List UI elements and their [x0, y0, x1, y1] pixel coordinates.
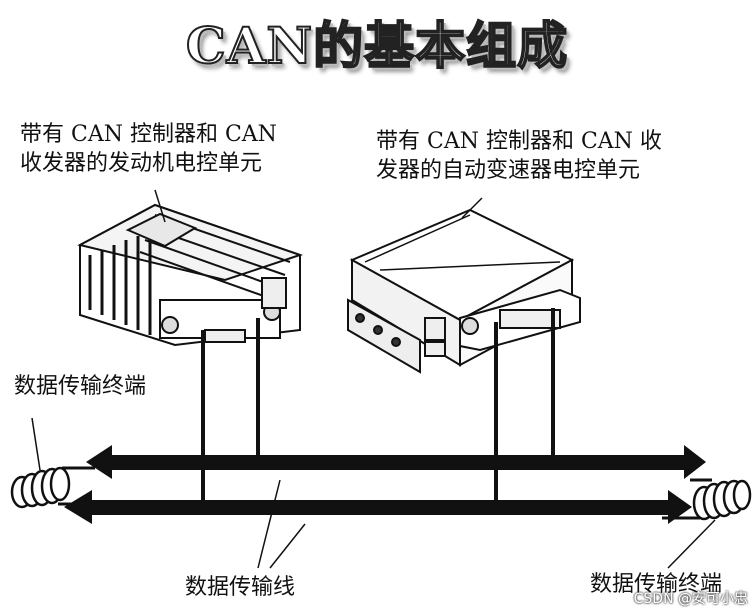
terminal-right-coil: [662, 478, 752, 569]
watermark: CSDN @安可小忠: [633, 591, 748, 607]
transmission-ecu-illustration: [347, 197, 581, 374]
engine-ecu-illustration: [77, 189, 304, 347]
engine-ecu-label: 带有 CAN 控制器和 CAN 收发器的发动机电控单元: [20, 122, 277, 176]
terminal-left-label: 数据传输终端: [14, 374, 147, 399]
page-title: CAN的基本组成: [185, 15, 569, 76]
can-high-bus-line: [86, 445, 706, 479]
terminal-left-coil: [10, 417, 95, 509]
ecu-bus-connections: [201, 308, 555, 508]
data-bus-label: 数据传输线: [185, 575, 296, 600]
bus-label-leaders: [257, 479, 306, 569]
transmission-ecu-label: 带有 CAN 控制器和 CAN 收 发器的自动变速器电控单元: [376, 129, 662, 183]
can-low-bus-line: [64, 490, 692, 524]
terminal-right-label: 数据传输终端: [590, 572, 723, 597]
